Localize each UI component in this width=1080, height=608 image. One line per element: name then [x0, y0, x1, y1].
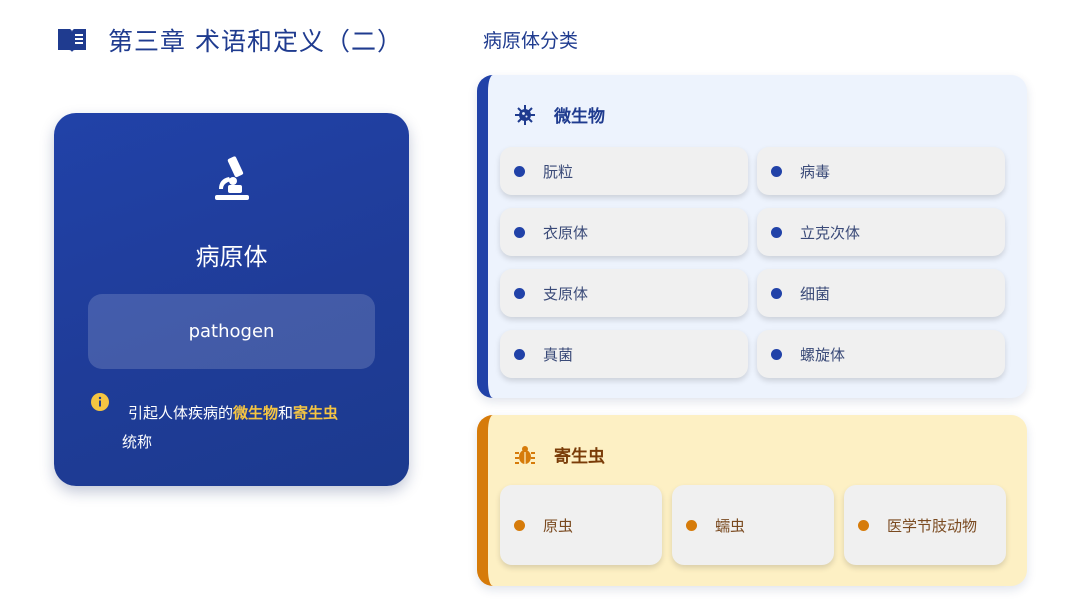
- microorganisms-title: 微生物: [554, 107, 605, 127]
- section-title: 病原体分类: [483, 30, 579, 52]
- parasite-label: 医学节肢动物: [887, 516, 978, 535]
- microbe-label: 立克次体: [800, 223, 861, 242]
- term-card: 病原体 pathogen 引起人体疾病的微生物和寄生虫统称: [54, 113, 409, 486]
- definition-suffix: 统称: [122, 433, 153, 451]
- definition-highlight-parasite: 寄生虫: [293, 404, 339, 422]
- page-title: 第三章 术语和定义（二）: [108, 27, 403, 56]
- bullet-dot: [514, 226, 525, 238]
- definition-highlight-microorganism: 微生物: [233, 404, 279, 422]
- bullet-dot: [771, 226, 782, 238]
- definition-middle: 和: [278, 404, 294, 422]
- term-english-box: pathogen: [88, 294, 375, 369]
- parasite-chip-helminth[interactable]: 蠕虫: [672, 485, 834, 565]
- parasites-group: 寄生虫 原虫 蠕虫 医学节肢动物: [477, 415, 1027, 586]
- parasite-chip-arthropod[interactable]: 医学节肢动物: [844, 485, 1006, 565]
- bullet-dot: [514, 287, 525, 299]
- microbe-chip-virus[interactable]: 病毒: [757, 147, 1005, 195]
- bullet-dot: [771, 165, 782, 177]
- bug-icon: [515, 445, 535, 464]
- parasites-header: 寄生虫: [514, 442, 605, 467]
- microbe-chip-spirochete[interactable]: 螺旋体: [757, 330, 1005, 378]
- parasites-title: 寄生虫: [554, 447, 605, 467]
- microbe-chip-rickettsia[interactable]: 立克次体: [757, 208, 1005, 256]
- bullet-dot: [771, 348, 782, 360]
- bullet-dot: [514, 519, 525, 531]
- microbe-label: 支原体: [543, 284, 589, 303]
- bullet-dot: [771, 287, 782, 299]
- microbe-label: 朊粒: [543, 162, 574, 181]
- microorganisms-group: 微生物 朊粒 病毒 衣原体 立克次体 支原体 细菌 真菌 螺旋体: [477, 75, 1027, 398]
- microbe-chip-fungi[interactable]: 真菌: [500, 330, 748, 378]
- microbe-label: 衣原体: [543, 223, 589, 242]
- microbe-chip-prion[interactable]: 朊粒: [500, 147, 748, 195]
- microscope-icon: [215, 156, 249, 200]
- microorganisms-header: 微生物: [514, 102, 605, 127]
- term-name: 病原体: [195, 243, 268, 271]
- microbe-label: 细菌: [800, 284, 831, 303]
- bullet-dot: [858, 519, 869, 531]
- bullet-dot: [514, 165, 525, 177]
- parasite-chip-protozoa[interactable]: 原虫: [500, 485, 662, 565]
- virus-icon: [515, 104, 535, 125]
- term-definition: 引起人体疾病的微生物和寄生虫统称: [122, 399, 378, 457]
- book-open-icon: [58, 29, 86, 52]
- microbe-chip-bacteria[interactable]: 细菌: [757, 269, 1005, 317]
- parasite-label: 原虫: [543, 516, 574, 535]
- definition-prefix: 引起人体疾病的: [128, 404, 234, 422]
- bullet-dot: [686, 519, 697, 531]
- microbe-label: 真菌: [543, 345, 574, 364]
- microbe-chip-chlamydia[interactable]: 衣原体: [500, 208, 748, 256]
- page-header: 第三章 术语和定义（二）: [56, 22, 403, 58]
- microbe-chip-mycoplasma[interactable]: 支原体: [500, 269, 748, 317]
- microbe-label: 病毒: [800, 162, 831, 181]
- info-circle-icon: [91, 393, 109, 411]
- bullet-dot: [514, 348, 525, 360]
- microbe-label: 螺旋体: [800, 345, 846, 364]
- parasite-label: 蠕虫: [715, 516, 746, 535]
- term-english: pathogen: [188, 321, 275, 342]
